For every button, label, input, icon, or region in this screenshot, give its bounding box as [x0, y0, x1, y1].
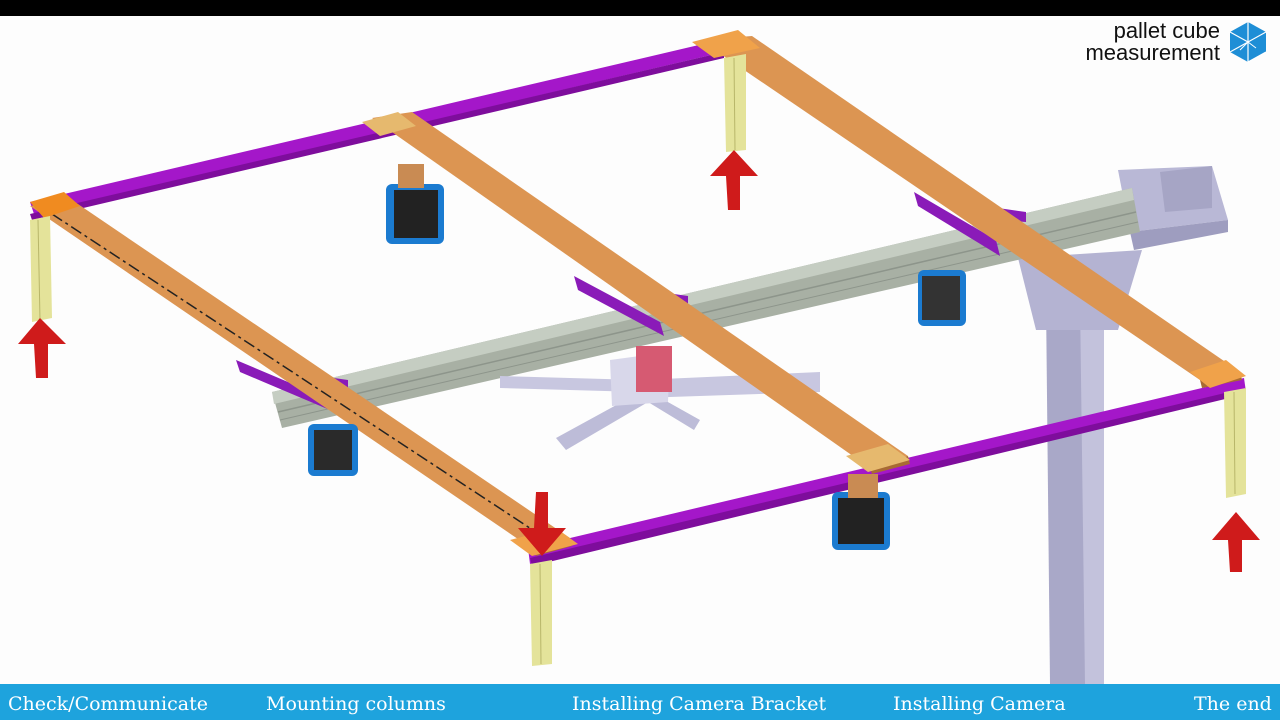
nav-mounting-columns[interactable]: Mounting columns	[266, 693, 446, 715]
red-arrows	[18, 150, 1260, 572]
nav-check-communicate[interactable]: Check/Communicate	[8, 693, 208, 715]
orange-beams	[30, 36, 1242, 556]
brand-line2: measurement	[1085, 40, 1220, 65]
brand-text: pallet cube measurement	[1085, 20, 1220, 64]
brand-logo: pallet cube measurement	[1085, 20, 1270, 64]
blue-polyhedron-icon	[1229, 22, 1267, 64]
nav-installing-camera-bracket[interactable]: Installing Camera Bracket	[572, 693, 827, 715]
cameras	[308, 164, 966, 550]
video-content: pallet cube measurement	[0, 16, 1280, 684]
chapter-nav-bar: Check/Communicate Mounting columns Insta…	[0, 684, 1280, 720]
nav-the-end[interactable]: The end	[1194, 693, 1272, 715]
yellow-columns	[30, 54, 1246, 666]
frame-assembly-render	[18, 30, 1260, 684]
brand-line1: pallet cube	[1113, 18, 1220, 43]
nav-installing-camera[interactable]: Installing Camera	[893, 693, 1066, 715]
support-post	[1018, 166, 1228, 684]
